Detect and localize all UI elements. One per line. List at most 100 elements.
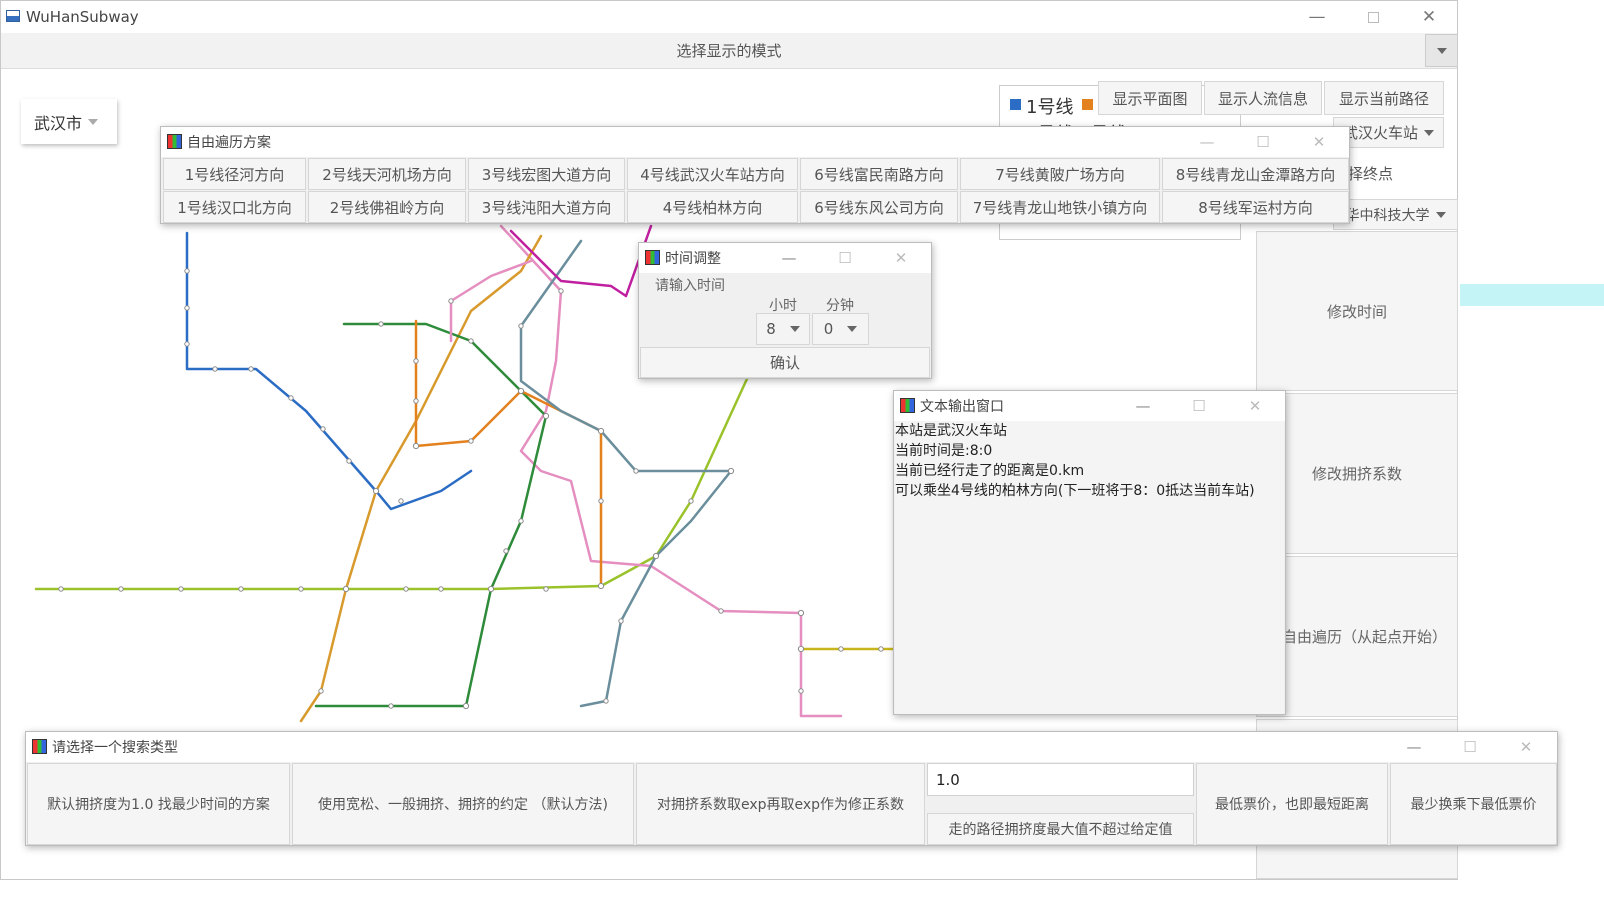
station-marker[interactable]: [468, 438, 474, 444]
station-marker[interactable]: [388, 703, 394, 709]
station-marker[interactable]: [838, 646, 844, 652]
search-min-fare-button[interactable]: 最低票价，也即最短距离: [1196, 763, 1388, 845]
station-marker[interactable]: [518, 518, 524, 524]
traverse-line3-hongtu[interactable]: 3号线宏图大道方向: [468, 158, 625, 190]
station-marker[interactable]: [503, 548, 509, 554]
traverse-line1-hankoubei[interactable]: 1号线汉口北方向: [163, 191, 306, 223]
station-marker[interactable]: [288, 395, 294, 401]
station-marker[interactable]: [797, 609, 805, 617]
traverse-line8-junyuncun[interactable]: 8号线军运村方向: [1162, 191, 1349, 223]
maximize-icon[interactable]: ☐: [1256, 133, 1270, 151]
station-marker[interactable]: [652, 552, 660, 560]
station-marker[interactable]: [518, 323, 524, 329]
minimize-icon[interactable]: —: [1406, 738, 1422, 756]
station-marker[interactable]: [597, 427, 605, 435]
close-icon[interactable]: ✕: [1519, 738, 1533, 756]
mode-dropdown-button[interactable]: [1425, 34, 1458, 67]
traverse-line7-huangpi[interactable]: 7号线黄陂广场方向: [960, 158, 1160, 190]
station-marker[interactable]: [412, 442, 420, 450]
mode-button-path[interactable]: 显示当前路径: [1324, 81, 1444, 115]
modify-time-button[interactable]: 修改时间: [1256, 231, 1458, 391]
station-marker[interactable]: [462, 702, 470, 710]
traverse-line6-fumin[interactable]: 6号线富民南路方向: [800, 158, 958, 190]
crowd-limit-input[interactable]: 1.0: [927, 763, 1194, 796]
mode-button-flow[interactable]: 显示人流信息: [1204, 81, 1322, 115]
station-marker[interactable]: [797, 645, 805, 653]
station-marker[interactable]: [448, 298, 454, 304]
station-marker[interactable]: [878, 646, 884, 652]
search-max-crowd-button[interactable]: 走的路径拥挤度最大值不超过给定值: [927, 813, 1194, 845]
station-marker[interactable]: [543, 586, 549, 592]
station-marker[interactable]: [58, 586, 64, 592]
traverse-line4-station[interactable]: 4号线武汉火车站方向: [627, 158, 798, 190]
text-output-area[interactable]: 本站是武汉火车站 当前时间是:8:0 当前已经行走了的距离是0.km 可以乘坐4…: [895, 421, 1284, 714]
station-marker[interactable]: [320, 426, 326, 432]
station-marker[interactable]: [346, 458, 352, 464]
station-marker[interactable]: [558, 288, 564, 294]
close-icon[interactable]: ✕: [1312, 133, 1326, 151]
station-marker[interactable]: [798, 688, 804, 694]
maximize-icon[interactable]: ☐: [838, 249, 852, 267]
station-marker[interactable]: [212, 366, 218, 372]
subway-map[interactable]: [1, 1, 1001, 741]
station-marker[interactable]: [372, 487, 380, 495]
city-select[interactable]: 武汉市: [21, 99, 117, 144]
traverse-line3-zhuanyang[interactable]: 3号线沌阳大道方向: [468, 191, 625, 223]
traverse-line2-airport[interactable]: 2号线天河机场方向: [308, 158, 466, 190]
modify-crowd-button[interactable]: 修改拥挤系数: [1256, 393, 1458, 554]
close-icon[interactable]: ✕: [1248, 397, 1262, 415]
station-marker[interactable]: [413, 398, 419, 404]
start-station-select[interactable]: 武汉火车站: [1333, 117, 1444, 148]
minute-select[interactable]: 0: [812, 313, 869, 345]
hour-select[interactable]: 8: [756, 313, 810, 345]
end-station-select[interactable]: 华中科技大学: [1333, 199, 1458, 230]
mode-button-plan[interactable]: 显示平面图: [1098, 81, 1202, 115]
station-marker[interactable]: [603, 698, 609, 704]
station-marker[interactable]: [184, 268, 190, 274]
station-marker[interactable]: [118, 586, 124, 592]
station-marker[interactable]: [238, 586, 244, 592]
traverse-line4-bolin[interactable]: 4号线柏林方向: [627, 191, 798, 223]
minimize-icon[interactable]: —: [1199, 133, 1215, 151]
search-min-transfer-button[interactable]: 最少换乘下最低票价: [1390, 763, 1557, 845]
station-marker[interactable]: [597, 582, 605, 590]
station-marker[interactable]: [184, 341, 190, 347]
station-marker[interactable]: [598, 498, 604, 504]
minimize-icon[interactable]: —: [1135, 397, 1151, 415]
station-marker[interactable]: [487, 585, 495, 593]
station-marker[interactable]: [318, 688, 324, 694]
station-marker[interactable]: [438, 586, 444, 592]
station-marker[interactable]: [618, 618, 624, 624]
traverse-line7-qinglongshan[interactable]: 7号线青龙山地铁小镇方向: [960, 191, 1160, 223]
minimize-icon[interactable]: —: [1308, 7, 1326, 27]
station-marker[interactable]: [688, 498, 694, 504]
station-marker[interactable]: [413, 358, 419, 364]
station-marker[interactable]: [517, 387, 525, 395]
free-traverse-button[interactable]: 自由遍历（从起点开始）: [1256, 556, 1458, 717]
station-marker[interactable]: [184, 305, 190, 311]
station-marker[interactable]: [718, 608, 724, 614]
station-marker[interactable]: [633, 468, 639, 474]
station-marker[interactable]: [378, 321, 384, 327]
traverse-line2-fozuling[interactable]: 2号线佛祖岭方向: [308, 191, 466, 223]
station-marker[interactable]: [298, 586, 304, 592]
search-threshold-button[interactable]: 使用宽松、一般拥挤、拥挤的约定 （默认方法): [292, 763, 634, 845]
traverse-line1-jinghe[interactable]: 1号线径河方向: [163, 158, 306, 190]
maximize-icon[interactable]: ☐: [1192, 397, 1206, 415]
close-icon[interactable]: ✕: [1421, 7, 1437, 27]
station-marker[interactable]: [403, 586, 409, 592]
maximize-icon[interactable]: [1345, 1, 1401, 33]
search-exp-button[interactable]: 对拥挤系数取exp再取exp作为修正系数: [636, 763, 925, 845]
search-min-time-button[interactable]: 默认拥挤度为1.0 找最少时间的方案: [27, 763, 290, 845]
station-marker[interactable]: [248, 366, 254, 372]
station-marker[interactable]: [727, 467, 735, 475]
station-marker[interactable]: [342, 585, 350, 593]
confirm-button[interactable]: 确认: [640, 347, 930, 378]
minimize-icon[interactable]: —: [781, 249, 797, 267]
station-marker[interactable]: [468, 338, 474, 344]
close-icon[interactable]: ✕: [894, 249, 908, 267]
station-marker[interactable]: [178, 586, 184, 592]
maximize-icon[interactable]: ☐: [1463, 738, 1477, 756]
station-marker[interactable]: [398, 498, 404, 504]
traverse-line8-jintan[interactable]: 8号线青龙山金潭路方向: [1162, 158, 1349, 190]
